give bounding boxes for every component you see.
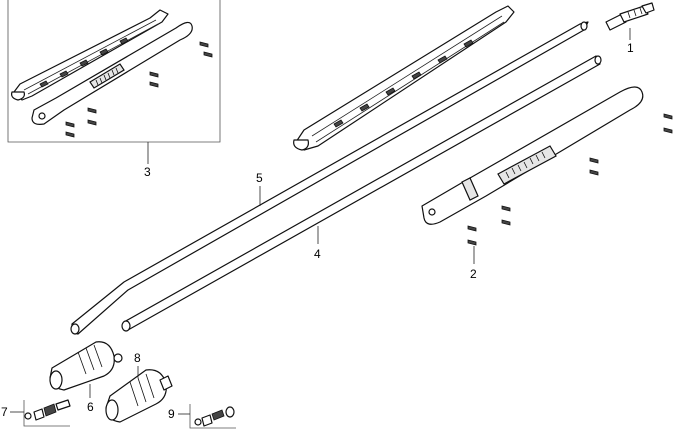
screws-right — [467, 113, 673, 264]
nozzle-part-8 — [105, 366, 173, 423]
callout-4: 4 — [314, 247, 321, 261]
nozzle-part-6 — [49, 341, 123, 398]
connector-part-1 — [605, 2, 655, 40]
callout-7: 7 — [1, 405, 8, 419]
screws-group-box — [65, 41, 213, 138]
nozzle-insert-7 — [10, 399, 71, 427]
nozzle-insert-9 — [178, 404, 236, 429]
callout-2: 2 — [470, 267, 477, 281]
callout-9: 9 — [168, 407, 175, 421]
callout-8: 8 — [134, 351, 141, 365]
handle-tube-small — [31, 21, 193, 125]
callout-5: 5 — [256, 171, 263, 185]
callout-3: 3 — [144, 165, 151, 179]
callout-1: 1 — [627, 41, 634, 55]
handle-half-rail-small — [11, 9, 169, 101]
handle-half-rail-large — [293, 5, 515, 151]
lance-tube-4 — [121, 55, 602, 332]
assembly-3-group-box — [7, 0, 221, 164]
callout-6: 6 — [87, 400, 94, 414]
handle-tube-large — [421, 86, 644, 225]
lance-tube-5 — [70, 21, 589, 335]
